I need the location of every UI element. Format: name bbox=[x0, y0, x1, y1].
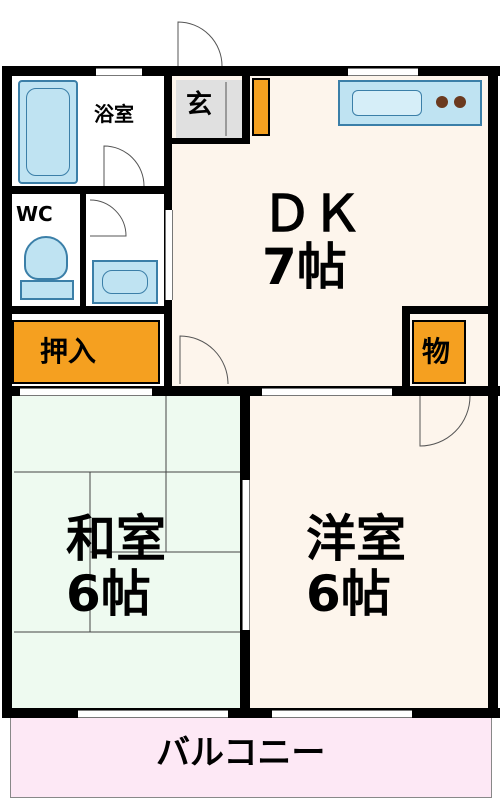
balcony-floor bbox=[10, 716, 492, 798]
storage-area bbox=[412, 320, 466, 384]
label-dk: ＤＫ 7帖 bbox=[262, 185, 362, 296]
kitchen-counter-icon bbox=[338, 80, 482, 126]
wall-bottom bbox=[2, 708, 500, 718]
window-top-bath bbox=[96, 68, 142, 76]
label-entrance: 玄 bbox=[186, 90, 213, 120]
wall-wc-bottom bbox=[2, 306, 170, 314]
label-washitsu: 和室 6帖 bbox=[66, 510, 166, 623]
label-bath: 浴室 bbox=[94, 102, 134, 126]
wall-top bbox=[2, 66, 500, 76]
label-closet: 押入 bbox=[40, 335, 97, 368]
entrance-floor bbox=[176, 80, 244, 140]
window-bottom-right bbox=[272, 710, 412, 718]
window-mid-left bbox=[20, 388, 152, 396]
closet-area bbox=[12, 320, 160, 384]
shoe-cabinet bbox=[252, 78, 270, 136]
wall-bath-bottom bbox=[2, 186, 170, 194]
wall-storage-left bbox=[402, 308, 410, 394]
label-balcony: バルコニー bbox=[156, 733, 326, 773]
window-mid-right bbox=[262, 388, 392, 396]
label-wc: WC bbox=[16, 202, 53, 226]
window-dk-left bbox=[165, 210, 173, 300]
wall-mid bbox=[2, 386, 500, 396]
window-bottom-left bbox=[78, 710, 228, 718]
tatami-lines bbox=[14, 396, 242, 633]
toilet-icon bbox=[20, 232, 74, 302]
wall-entrance-right bbox=[242, 72, 250, 144]
label-youshitsu: 洋室 6帖 bbox=[306, 510, 406, 623]
washbasin-icon bbox=[92, 260, 158, 304]
label-storage: 物 bbox=[422, 335, 451, 368]
window-room-divider bbox=[242, 480, 250, 630]
wall-entrance-bottom bbox=[170, 138, 250, 144]
wall-storage-top bbox=[402, 306, 498, 314]
youshitsu-floor bbox=[250, 392, 490, 712]
window-top-dk bbox=[348, 68, 418, 76]
wall-wc-divider bbox=[80, 194, 86, 308]
bathtub-icon bbox=[18, 80, 78, 184]
